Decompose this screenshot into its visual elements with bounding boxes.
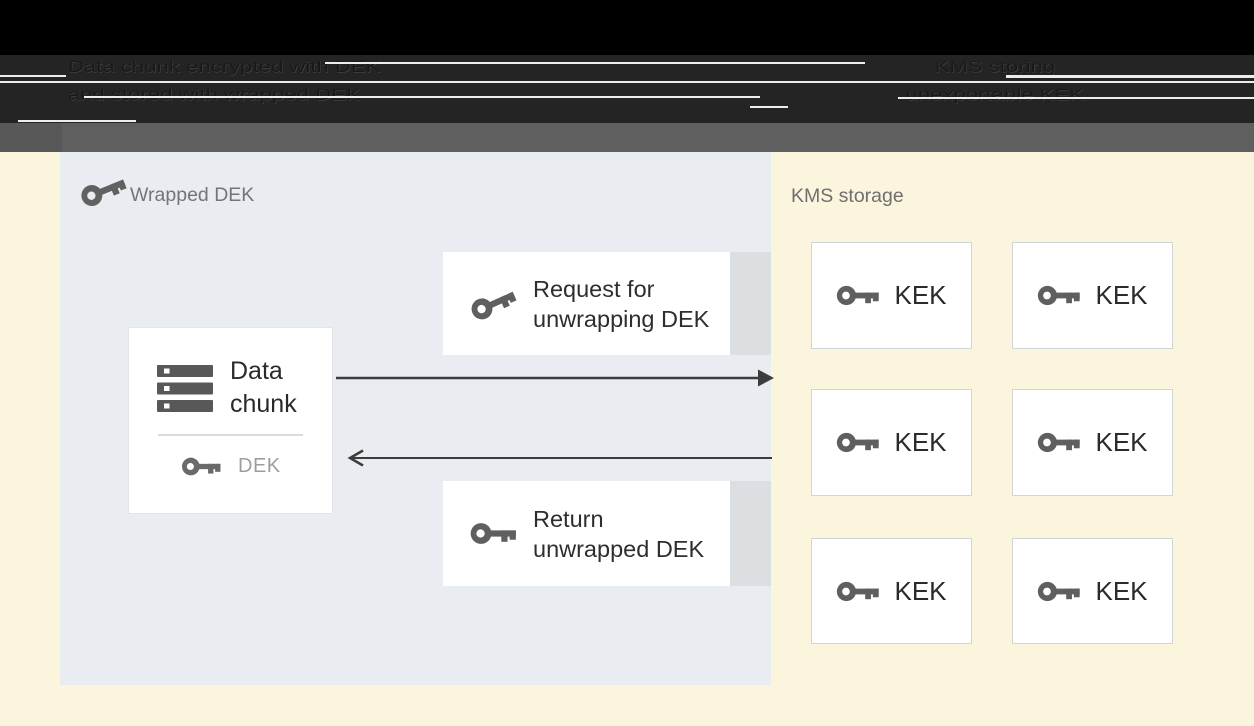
- kek-label: KEK: [894, 575, 947, 606]
- dek-row: DEK: [129, 436, 332, 478]
- kek-box-6: KEK: [1012, 538, 1173, 644]
- header-right-label-line2: unexportable KEK: [905, 86, 1085, 104]
- return-unwrapped-dek-box: Return unwrapped DEK: [443, 481, 730, 586]
- return-key-icon: [470, 523, 516, 544]
- key-icon: [1038, 581, 1081, 601]
- key-icon: [1038, 432, 1081, 453]
- header-black-band: [0, 0, 1254, 55]
- data-chunk-row: Data chunk: [129, 328, 332, 421]
- request-box-label-line1: Request for: [533, 275, 655, 302]
- kek-label: KEK: [894, 280, 947, 310]
- header-gray-band: [0, 123, 1254, 152]
- data-chunk-label-line2: chunk: [230, 390, 297, 418]
- data-chunk-icon: [157, 364, 213, 412]
- return-box-label: Return unwrapped DEK: [533, 504, 704, 564]
- request-unwrapping-dek-box: Request for unwrapping DEK: [443, 252, 730, 355]
- request-arrow-right-icon: [336, 369, 774, 387]
- kek-box-2: KEK: [1012, 242, 1173, 349]
- kek-box-1: KEK: [811, 242, 972, 349]
- key-icon: [837, 432, 880, 453]
- header-streak: [18, 120, 136, 122]
- header-left-label-line2: and stored with wrapped DEK: [68, 86, 361, 104]
- request-box-shadow-strip: [730, 252, 771, 355]
- data-chunk-label-line1: Data: [230, 357, 283, 385]
- kek-box-4: KEK: [1012, 389, 1173, 496]
- request-box-label-line2: unwrapping DEK: [533, 305, 710, 332]
- key-icon: [837, 581, 880, 601]
- return-box-label-line1: Return: [533, 505, 604, 532]
- header-streak: [0, 81, 1254, 83]
- kek-label: KEK: [1095, 427, 1148, 457]
- kek-label: KEK: [1095, 575, 1148, 606]
- header-left-label-line1: Data chunk encrypted with DEK: [68, 58, 381, 76]
- header-streak: [1006, 75, 1254, 78]
- kek-label: KEK: [894, 427, 947, 457]
- data-chunk-box: Data chunk DEK: [128, 327, 333, 514]
- dek-key-icon: [181, 457, 221, 476]
- return-box-shadow-strip: [730, 481, 771, 586]
- header-charcoal-band: [0, 55, 1254, 123]
- return-box-label-line2: unwrapped DEK: [533, 535, 705, 562]
- kms-storage-title: KMS storage: [791, 185, 904, 207]
- wrapped-dek-title: Wrapped DEK: [130, 184, 255, 206]
- request-box-label: Request for unwrapping DEK: [533, 274, 709, 334]
- header-gray-band-left-seam: [0, 123, 62, 152]
- header-right-label-line1: KMS storing: [934, 58, 1056, 76]
- data-chunk-divider: [158, 434, 303, 436]
- data-chunk-label: Data chunk: [230, 355, 297, 421]
- header-right-label: KMS storing unexportable KEK: [811, 53, 1180, 109]
- key-icon: [1038, 285, 1081, 306]
- wrapped-key-icon: [81, 179, 127, 206]
- kek-box-3: KEK: [811, 389, 972, 496]
- header-streak: [750, 106, 788, 108]
- header-streak: [325, 62, 865, 64]
- kek-label: KEK: [1095, 280, 1148, 310]
- return-arrow-left-icon: [347, 449, 772, 467]
- key-icon: [837, 285, 880, 306]
- header-left-label: Data chunk encrypted with DEK and stored…: [68, 53, 381, 109]
- header-streak: [898, 97, 1254, 99]
- request-key-icon: [471, 291, 517, 319]
- dek-label: DEK: [238, 455, 281, 477]
- header-streak: [0, 75, 66, 77]
- kek-box-5: KEK: [811, 538, 972, 644]
- header-streak: [84, 96, 760, 98]
